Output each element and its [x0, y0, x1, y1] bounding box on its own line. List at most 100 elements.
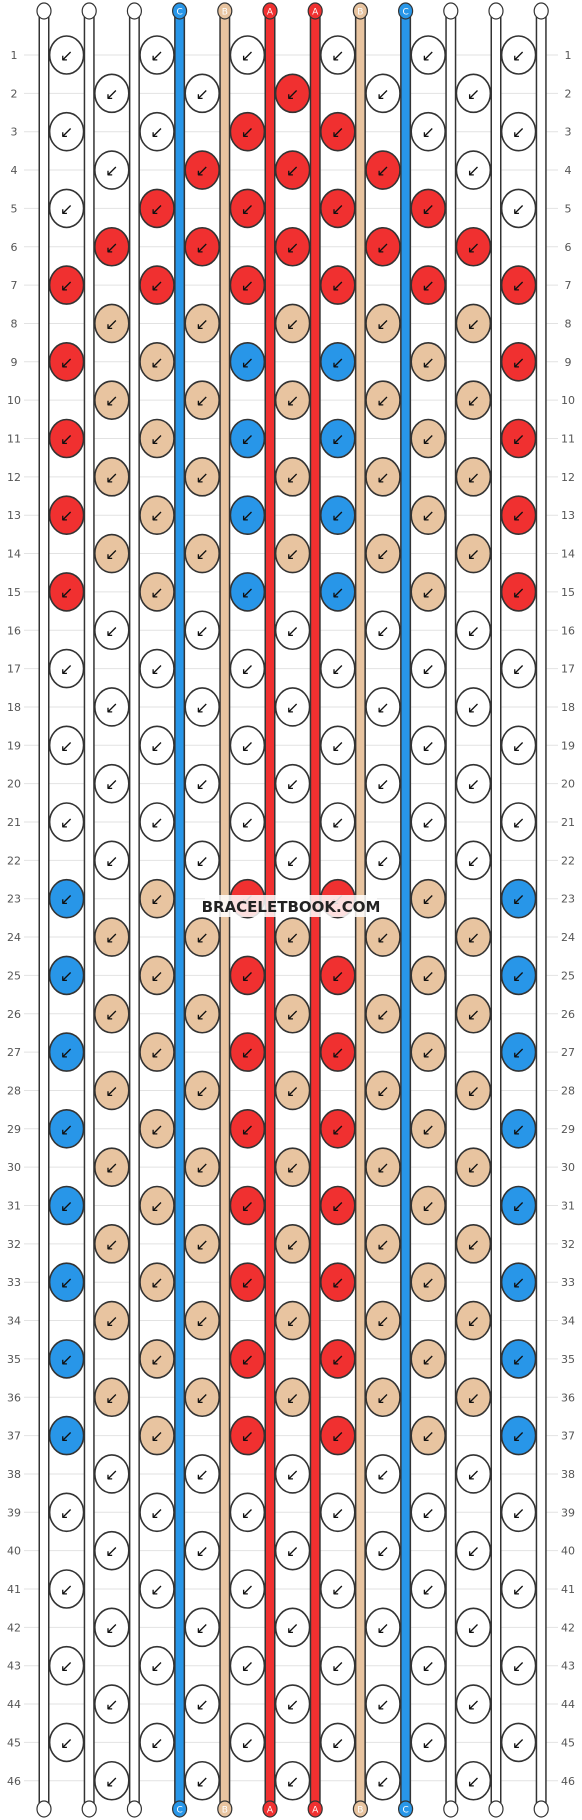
knot: ↙: [455, 533, 492, 574]
knot: ↙: [94, 1607, 130, 1648]
knot: ↙: [365, 687, 401, 727]
row-number: 6: [11, 241, 18, 254]
knot-direction-icon: ↙: [60, 1043, 73, 1062]
knot-direction-icon: ↙: [467, 84, 480, 103]
knot: ↙: [319, 572, 356, 612]
string-tag: D: [126, 1800, 142, 1818]
knot: ↙: [274, 687, 311, 727]
knot: ↙: [274, 917, 311, 957]
knot-direction-icon: ↙: [150, 1427, 163, 1446]
row-number: 22: [561, 854, 575, 867]
row-number: 7: [11, 279, 18, 292]
row-number: 1: [11, 49, 18, 62]
knot: ↙: [184, 1454, 220, 1494]
knot-direction-icon: ↙: [286, 1158, 299, 1177]
string-tag: B: [217, 1800, 233, 1818]
knot-direction-icon: ↙: [286, 545, 299, 564]
string-tag-label: B: [357, 1806, 363, 1816]
row-number: 32: [561, 1238, 575, 1251]
knot-direction-icon: ↙: [286, 621, 299, 640]
string-tag-label: D: [131, 1806, 138, 1816]
knot: ↙: [274, 840, 311, 881]
knot-direction-icon: ↙: [376, 1312, 389, 1331]
knot-direction-icon: ↙: [241, 1503, 254, 1522]
string-tag-label: D: [493, 1806, 500, 1816]
knot: ↙: [319, 418, 356, 459]
knot-direction-icon: ↙: [60, 890, 73, 909]
row-number: 37: [7, 1430, 21, 1443]
knot-direction-icon: ↙: [286, 1618, 299, 1637]
row-number: 35: [7, 1353, 21, 1366]
knot-direction-icon: ↙: [286, 1695, 299, 1714]
knot: ↙: [410, 1645, 447, 1686]
row-number: 26: [7, 1008, 21, 1021]
knot-direction-icon: ↙: [421, 1503, 434, 1522]
knot: ↙: [500, 725, 537, 766]
knot: ↙: [274, 763, 311, 804]
knot: ↙: [139, 265, 175, 305]
knot: ↙: [319, 1339, 356, 1379]
knot-direction-icon: ↙: [331, 966, 344, 985]
knot-direction-icon: ↙: [105, 468, 118, 487]
knot: ↙: [500, 1569, 537, 1609]
knot: ↙: [319, 188, 356, 229]
string-tag-label: C: [402, 8, 408, 18]
row-number: 15: [561, 586, 575, 599]
string-tag-label: C: [402, 1806, 408, 1816]
knot: ↙: [139, 1185, 175, 1226]
knot: ↙: [319, 955, 356, 996]
row-number: 9: [565, 356, 572, 369]
knot-direction-icon: ↙: [286, 1542, 299, 1561]
knot-direction-icon: ↙: [421, 430, 434, 449]
knot-direction-icon: ↙: [241, 1580, 254, 1599]
row-number: 44: [561, 1698, 575, 1711]
row-number: 46: [7, 1775, 21, 1788]
string-tag: D: [81, 2, 97, 20]
knot-direction-icon: ↙: [60, 430, 73, 449]
knot: ↙: [274, 457, 311, 497]
knot: ↙: [48, 802, 85, 842]
knot: ↙: [410, 802, 447, 842]
knot: ↙: [94, 73, 130, 114]
knot: ↙: [365, 763, 401, 804]
knot: ↙: [139, 418, 175, 459]
string-tag-label: D: [447, 1806, 454, 1816]
knot-direction-icon: ↙: [105, 314, 118, 333]
knot-direction-icon: ↙: [421, 966, 434, 985]
knot: ↙: [139, 1032, 175, 1072]
knot: ↙: [139, 188, 175, 229]
knot-direction-icon: ↙: [467, 468, 480, 487]
knot: ↙: [48, 878, 85, 919]
row-number: 3: [11, 126, 18, 139]
knot-direction-icon: ↙: [241, 199, 254, 218]
row-number: 11: [561, 433, 575, 446]
knot-direction-icon: ↙: [376, 1542, 389, 1561]
knot: ↙: [48, 188, 85, 229]
knot-direction-icon: ↙: [150, 1043, 163, 1062]
knot: ↙: [184, 533, 220, 574]
knot: ↙: [500, 1032, 537, 1072]
knot-direction-icon: ↙: [105, 851, 118, 870]
knot: ↙: [274, 1760, 311, 1801]
knot-direction-icon: ↙: [60, 1427, 73, 1446]
knot: ↙: [184, 380, 220, 420]
knot-direction-icon: ↙: [195, 84, 208, 103]
row-number: 33: [7, 1276, 21, 1289]
row-number: 4: [11, 164, 18, 177]
knot-direction-icon: ↙: [286, 1772, 299, 1791]
knot: ↙: [410, 648, 447, 689]
knot: ↙: [229, 955, 266, 996]
string-tag-label: A: [267, 8, 274, 18]
knot: ↙: [319, 1185, 356, 1226]
knot: ↙: [410, 341, 447, 382]
row-number: 3: [565, 126, 572, 139]
knot-direction-icon: ↙: [376, 391, 389, 410]
string-tag: D: [488, 2, 504, 20]
knot: ↙: [48, 1185, 85, 1226]
knot-direction-icon: ↙: [421, 1733, 434, 1752]
knot: ↙: [229, 1262, 266, 1302]
row-numbers-right: 1234567891011121314151617181920212223242…: [561, 49, 575, 1788]
knot-direction-icon: ↙: [376, 1388, 389, 1407]
row-number: 8: [11, 317, 18, 330]
knot-direction-icon: ↙: [150, 966, 163, 985]
